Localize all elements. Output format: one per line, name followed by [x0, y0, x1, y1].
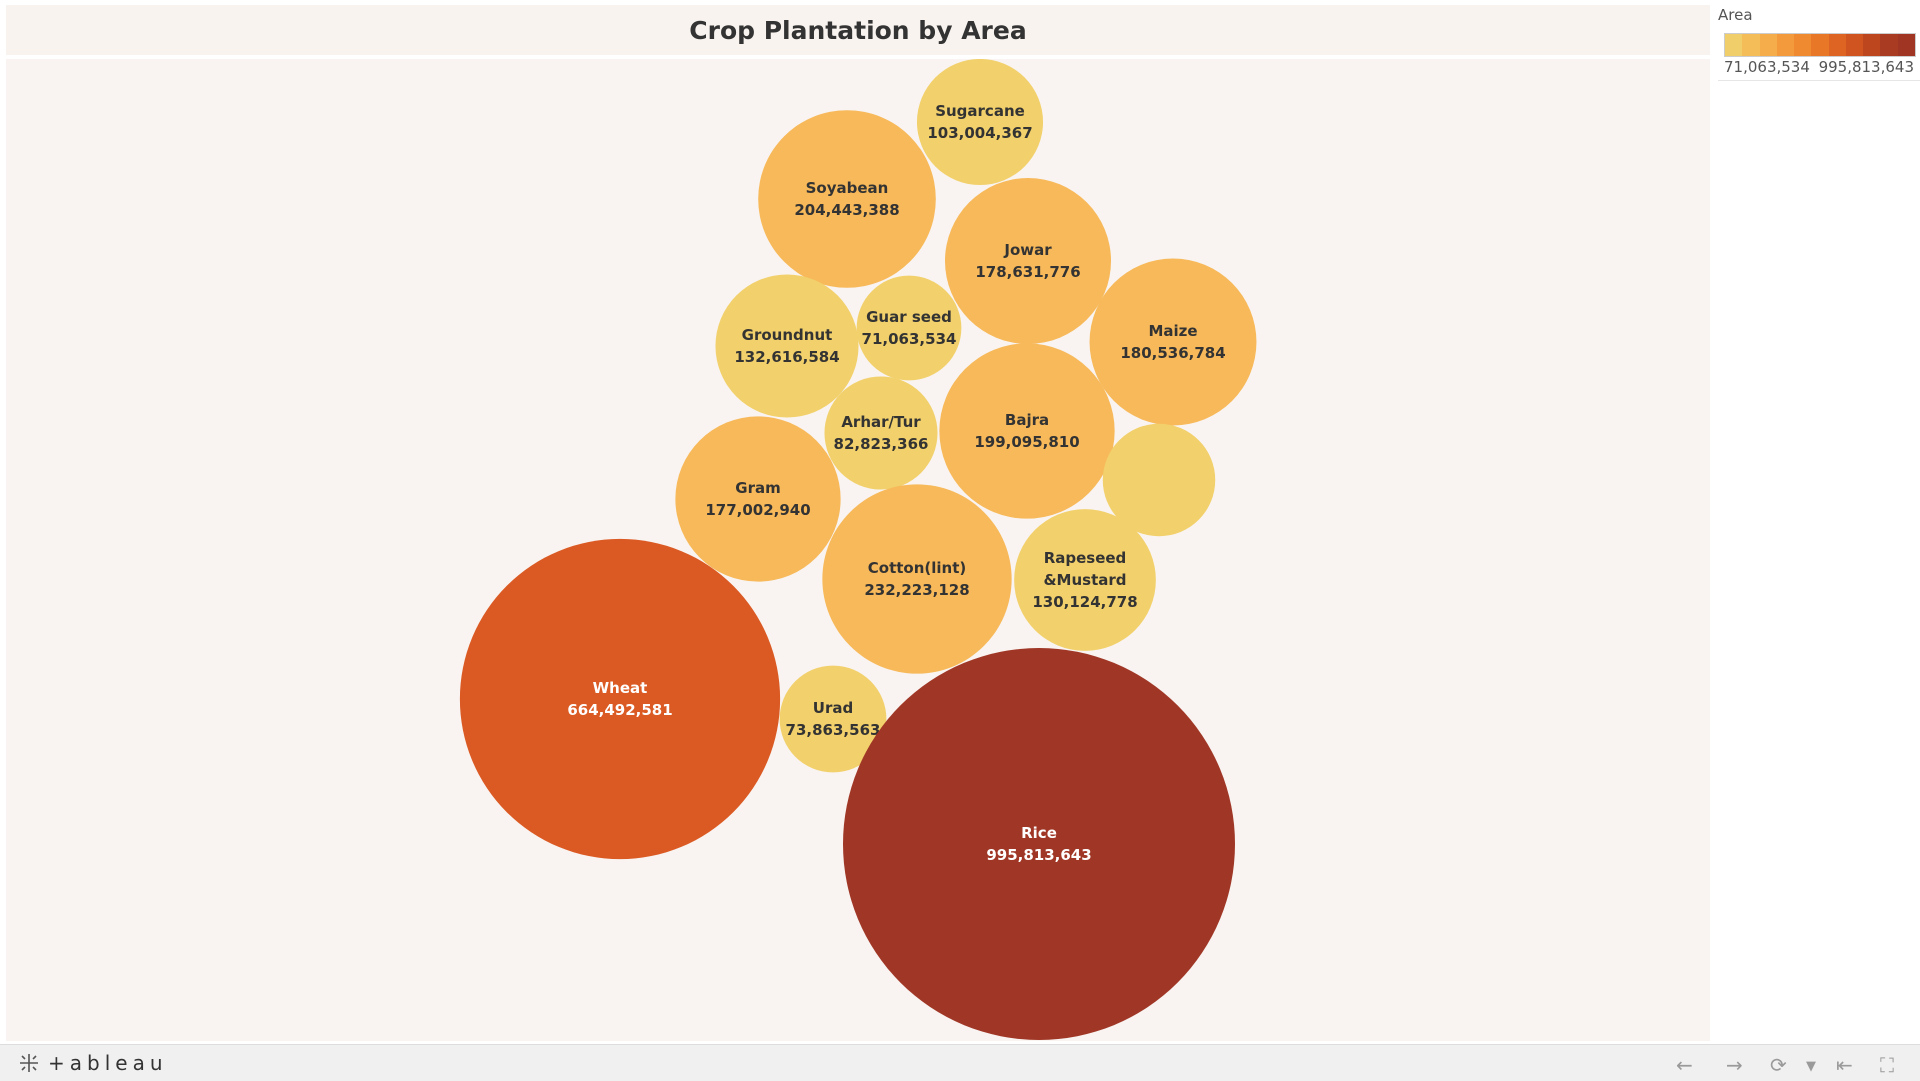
bubble-circle-bajra[interactable] [939, 343, 1115, 519]
bubble-rapeseed-mustard[interactable]: Rapeseed&Mustard 130,124,778 [1014, 509, 1156, 651]
legend-step-0 [1725, 34, 1743, 56]
bubble-name-label: Jowar [1003, 241, 1052, 259]
bubble-name-label: Urad [813, 699, 853, 717]
bubble-name-label: Bajra [1005, 411, 1049, 429]
bubble-name-label: Cotton(lint) [868, 559, 966, 577]
bubble-value-label: 103,004,367 [927, 124, 1032, 142]
legend-color-ramp [1724, 33, 1916, 57]
legend-step-7 [1845, 34, 1864, 56]
legend-step-3 [1776, 34, 1795, 56]
page-title: Crop Plantation by Area [689, 15, 1027, 45]
legend-max-label: 995,813,643 [1818, 58, 1914, 76]
bubble-circle-arhar-tur[interactable] [824, 376, 938, 490]
bubble-circle-rice[interactable] [843, 648, 1235, 1040]
bubble-gram[interactable]: Gram 177,002,940 [675, 416, 841, 582]
legend-step-10 [1897, 34, 1915, 56]
legend-step-8 [1863, 34, 1881, 56]
bubble-name-label: Groundnut [742, 326, 833, 344]
bubble-value-label: 130,124,778 [1032, 593, 1137, 611]
tableau-wordmark: +ableau [48, 1051, 168, 1075]
bubble-circle-maize[interactable] [1089, 258, 1257, 426]
bubble-name-label: Wheat [593, 679, 648, 697]
legend-step-5 [1811, 34, 1829, 56]
fullscreen-icon[interactable]: ⛶ [1880, 1053, 1894, 1077]
bubble-value-label: 71,063,534 [862, 330, 957, 348]
bubble-name-label: Maize [1148, 322, 1197, 340]
bubble-name-label: Sugarcane [935, 102, 1025, 120]
bubble-soyabean[interactable]: Soyabean 204,443,388 [758, 110, 936, 288]
bubble-value-label: 178,631,776 [975, 263, 1080, 281]
bubble-value-label: 232,223,128 [864, 581, 969, 599]
bubble-maize[interactable]: Maize 180,536,784 [1089, 258, 1257, 426]
bubble-circle-wheat[interactable] [459, 538, 781, 860]
bubble-value-label: 664,492,581 [567, 701, 672, 719]
tableau-brand[interactable]: +ableau [18, 1051, 168, 1075]
bubble-circle-unlabeled[interactable] [1102, 423, 1216, 537]
bubble-sugarcane[interactable]: Sugarcane 103,004,367 [916, 59, 1044, 186]
bubble-circle-jowar[interactable] [944, 177, 1112, 345]
revert-icon[interactable]: ⟳ [1770, 1053, 1787, 1077]
bubble-value-label: 177,002,940 [705, 501, 810, 519]
legend-step-6 [1828, 34, 1846, 56]
redo-icon[interactable]: → [1726, 1053, 1743, 1077]
bubble-wheat[interactable]: Wheat 664,492,581 [459, 538, 781, 860]
footer-toolbar: +ableau ← → ⟳ ▼ ⇤ ⛶ [0, 1044, 1920, 1081]
legend-divider [1718, 80, 1920, 81]
bubble-value-label: 199,095,810 [974, 433, 1079, 451]
bubble-value-label: 180,536,784 [1120, 344, 1225, 362]
legend-step-1 [1742, 34, 1760, 56]
bubble-circle-guar-seed[interactable] [856, 275, 962, 381]
bubble-circle-rapeseed-mustard[interactable] [1014, 509, 1156, 651]
undo-icon[interactable]: ← [1676, 1053, 1693, 1077]
bubble-groundnut[interactable]: Groundnut 132,616,584 [715, 274, 859, 418]
bubble-value-label: 132,616,584 [734, 348, 839, 366]
bubble-circle-groundnut[interactable] [715, 274, 859, 418]
legend-step-9 [1880, 34, 1898, 56]
bubble-name-label: Rice [1021, 824, 1057, 842]
bubble-name-label: Arhar/Tur [841, 413, 921, 431]
bubble-rice[interactable]: Rice 995,813,643 [843, 648, 1235, 1040]
bubble-value-label: 82,823,366 [834, 435, 929, 453]
bubble-jowar[interactable]: Jowar 178,631,776 [944, 177, 1112, 345]
reset-icon[interactable]: ⇤ [1836, 1053, 1853, 1077]
bubble-cotton-lint[interactable]: Cotton(lint) 232,223,128 [822, 484, 1012, 674]
color-legend[interactable]: Area 71,063,534 995,813,643 [1712, 0, 1920, 90]
bubble-circle-urad[interactable] [779, 665, 887, 773]
bubble-name-label: Guar seed [866, 308, 952, 326]
bubble-guar-seed[interactable]: Guar seed 71,063,534 [856, 275, 962, 381]
legend-step-2 [1759, 34, 1777, 56]
bubble-chart[interactable]: Sugarcane103,004,367Soyabean204,443,388J… [6, 59, 1710, 1041]
bubble-name-label: Gram [735, 479, 780, 497]
tableau-logo-icon [20, 1054, 38, 1072]
bubble-circle-cotton-lint[interactable] [822, 484, 1012, 674]
bubble-bajra[interactable]: Bajra 199,095,810 [939, 343, 1115, 519]
bubble-name-label: Rapeseed [1044, 549, 1127, 567]
legend-title: Area [1718, 6, 1753, 24]
bubble-name-label: Soyabean [806, 179, 889, 197]
legend-step-4 [1794, 34, 1812, 56]
bubble-value-label: 204,443,388 [794, 201, 899, 219]
bubble-circle-gram[interactable] [675, 416, 841, 582]
bubble-name-label: &Mustard [1043, 571, 1126, 589]
legend-min-label: 71,063,534 [1724, 58, 1810, 76]
title-bar: Crop Plantation by Area [6, 5, 1710, 59]
bubble-unlabeled[interactable] [1102, 423, 1216, 537]
bubble-circle-soyabean[interactable] [758, 110, 936, 288]
bubble-value-label: 995,813,643 [986, 846, 1091, 864]
bubble-urad[interactable]: Urad 73,863,563 [779, 665, 887, 773]
bubble-circle-sugarcane[interactable] [916, 59, 1044, 186]
share-dropdown-icon[interactable]: ▼ [1806, 1059, 1816, 1074]
bubble-arhar-tur[interactable]: Arhar/Tur 82,823,366 [824, 376, 938, 490]
bubble-value-label: 73,863,563 [786, 721, 881, 739]
